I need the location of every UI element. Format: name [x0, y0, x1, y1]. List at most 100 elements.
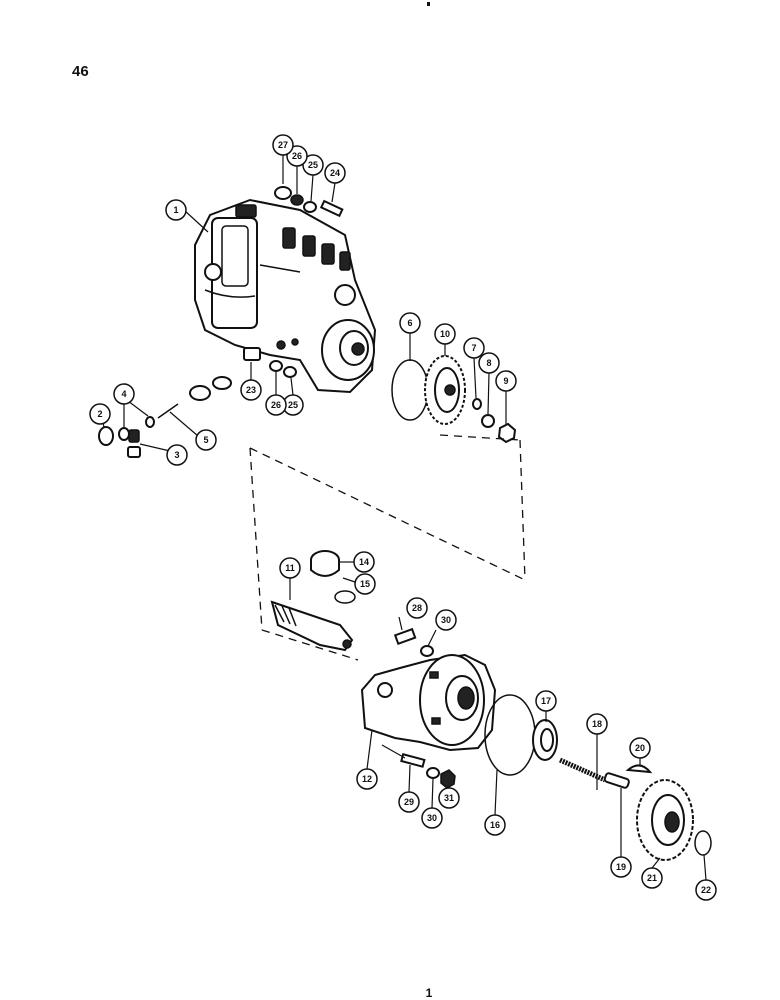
callout-21: 21: [641, 867, 663, 889]
seal-17-inner: [540, 728, 554, 752]
callout-8: 8: [478, 352, 500, 374]
svg-text:26: 26: [271, 400, 281, 410]
spring-18: [558, 757, 607, 783]
bolt-23: [243, 347, 261, 361]
key-20: [625, 764, 653, 774]
svg-text:20: 20: [635, 743, 645, 753]
svg-text:24: 24: [330, 168, 340, 178]
callout-5: 5: [195, 429, 217, 451]
pin-19: [603, 772, 630, 789]
svg-text:18: 18: [592, 719, 602, 729]
svg-text:27: 27: [278, 140, 288, 150]
svg-text:16: 16: [490, 820, 500, 830]
svg-text:11: 11: [285, 563, 295, 573]
washer-15: [334, 590, 356, 604]
washer-26-lower: [269, 360, 283, 372]
callout-12: 12: [356, 768, 378, 790]
washer-8: [481, 414, 495, 428]
callout-14: 14: [353, 551, 375, 573]
callout-9: 9: [495, 370, 517, 392]
callout-4: 4: [113, 383, 135, 405]
footer-mark: 1: [426, 986, 433, 1000]
washer-26: [290, 194, 304, 206]
svg-text:1: 1: [173, 205, 178, 215]
svg-text:10: 10: [440, 329, 450, 339]
snap-ring-22: [694, 830, 712, 856]
callout-20: 20: [629, 737, 651, 759]
injection-pump-body: [194, 198, 377, 394]
callout-31: 31: [438, 787, 460, 809]
bolt-28: [393, 627, 417, 646]
svg-text:4: 4: [121, 389, 126, 399]
callout-7: 7: [463, 337, 485, 359]
callout-29: 29: [398, 791, 420, 813]
callout-19: 19: [610, 856, 632, 878]
gear-21: [636, 779, 694, 861]
washer-4b: [145, 416, 155, 428]
svg-text:30: 30: [427, 813, 437, 823]
page-number: 46: [72, 63, 89, 80]
svg-text:19: 19: [616, 862, 626, 872]
svg-text:25: 25: [308, 160, 318, 170]
svg-text:3: 3: [174, 450, 179, 460]
washer-25-lower: [283, 366, 297, 378]
adapter-housing-12: [360, 653, 497, 752]
svg-text:14: 14: [359, 557, 369, 567]
svg-text:5: 5: [203, 435, 208, 445]
nut-9: [497, 422, 517, 444]
callout-1: 1: [165, 199, 187, 221]
alignment-guide-lines: [249, 434, 526, 661]
leader-lines: [101, 155, 707, 881]
callout-23: 23: [240, 379, 262, 401]
svg-text:15: 15: [360, 579, 370, 589]
svg-text:7: 7: [471, 343, 476, 353]
callout-18: 18: [586, 713, 608, 735]
callout-30-upper: 30: [435, 609, 457, 631]
svg-text:8: 8: [486, 358, 491, 368]
svg-text:12: 12: [362, 774, 372, 784]
callout-30-lower: 30: [421, 807, 443, 829]
bolt-2: [98, 426, 114, 446]
top-mark: [427, 2, 430, 6]
callout-2: 2: [89, 403, 111, 425]
callout-15: 15: [354, 573, 376, 595]
svg-text:21: 21: [647, 873, 657, 883]
key-7: [472, 398, 482, 410]
fitting-3-lower: [127, 446, 141, 458]
washer-4a: [118, 427, 130, 441]
callout-16: 16: [484, 814, 506, 836]
callout-27: 27: [272, 134, 294, 156]
washer-30-lower: [426, 767, 440, 779]
callout-22: 22: [695, 879, 717, 901]
callout-26-upper: 26: [286, 145, 308, 167]
washer-30-upper: [420, 645, 434, 657]
fitting-3: [128, 429, 140, 443]
svg-text:17: 17: [541, 696, 551, 706]
svg-text:23: 23: [246, 385, 256, 395]
spring-5: [157, 403, 179, 419]
callout-28: 28: [406, 597, 428, 619]
nut-27: [274, 186, 292, 200]
plug-14: [310, 550, 340, 577]
valve-part-5b: [212, 376, 232, 390]
callout-24: 24: [324, 162, 346, 184]
callout-26-lower: 26: [265, 394, 287, 416]
stud-29: [400, 753, 426, 768]
callout-25-upper: 25: [302, 154, 324, 176]
svg-text:28: 28: [412, 603, 422, 613]
svg-text:26: 26: [292, 151, 302, 161]
callout-6: 6: [399, 312, 421, 334]
gear-10: [424, 355, 466, 425]
callout-10: 10: [434, 323, 456, 345]
callout-11: 11: [279, 557, 301, 579]
o-ring-16: [484, 694, 536, 776]
drive-shaft-11: [270, 600, 354, 652]
o-ring-6: [391, 359, 429, 421]
callout-3: 3: [166, 444, 188, 466]
valve-part-5a: [189, 385, 211, 401]
svg-text:30: 30: [441, 615, 451, 625]
svg-text:6: 6: [407, 318, 412, 328]
svg-text:29: 29: [404, 797, 414, 807]
svg-text:22: 22: [701, 885, 711, 895]
